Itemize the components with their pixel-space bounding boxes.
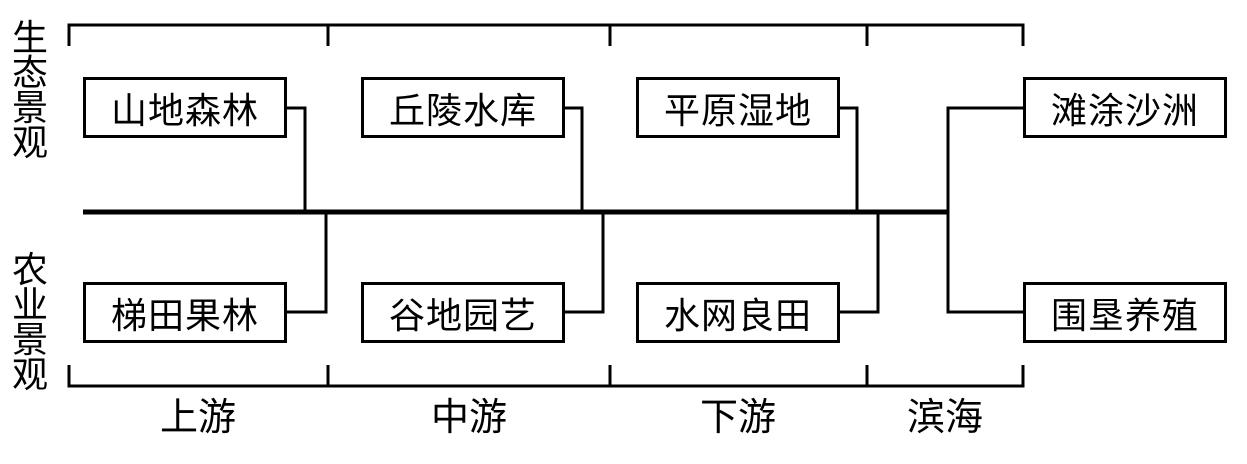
bottom-bracket xyxy=(67,365,1025,388)
connector-midstream-agri xyxy=(565,212,605,314)
connector-upstream-eco xyxy=(287,106,307,212)
zone-label-coastal: 滨海 xyxy=(906,397,984,439)
top-bracket xyxy=(67,23,1025,46)
connector-coastal xyxy=(946,106,1023,314)
connector-upstream-agri xyxy=(287,212,328,314)
connector-downstream-agri xyxy=(840,212,880,314)
row-label-ecological: 生态景观 xyxy=(11,17,48,163)
agri-box-midstream: 谷地园艺 xyxy=(361,282,565,343)
eco-box-downstream: 平原湿地 xyxy=(636,77,840,138)
eco-box-upstream: 山地森林 xyxy=(83,77,287,138)
agri-box-downstream: 水网良田 xyxy=(636,282,840,343)
agri-box-upstream: 梯田果林 xyxy=(83,282,287,343)
agri-box-coastal: 围垦养殖 xyxy=(1023,282,1227,343)
zone-label-midstream: 中游 xyxy=(430,397,508,439)
zone-label-upstream: 上游 xyxy=(159,397,237,439)
eco-box-midstream: 丘陵水库 xyxy=(361,77,565,138)
eco-box-coastal: 滩涂沙洲 xyxy=(1023,77,1227,138)
row-label-agricultural: 农业景观 xyxy=(11,249,48,395)
connector-midstream-eco xyxy=(565,106,584,212)
zone-label-downstream: 下游 xyxy=(699,397,777,439)
connector-downstream-eco xyxy=(840,106,859,212)
